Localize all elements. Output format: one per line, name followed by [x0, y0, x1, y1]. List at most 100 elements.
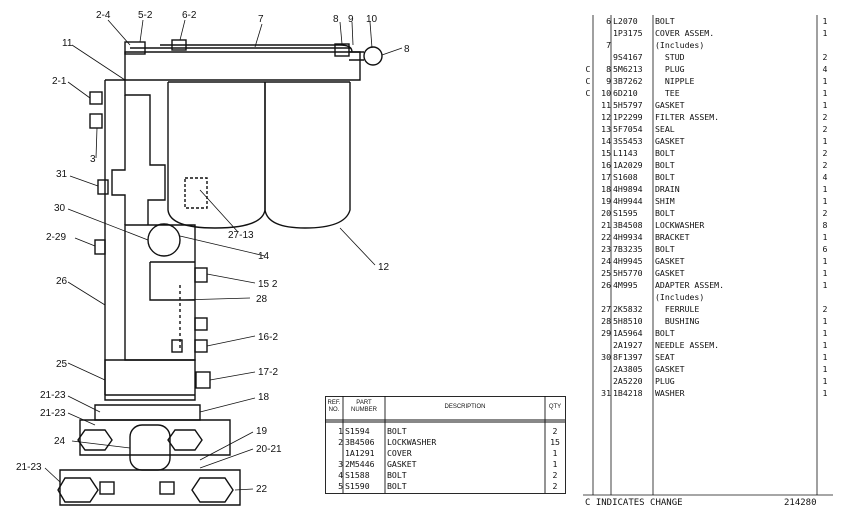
- ref-number: 30: [601, 352, 611, 362]
- callout-12: 12: [378, 262, 390, 273]
- part-quantity: 4: [822, 172, 828, 182]
- part-quantity: 1: [822, 340, 828, 350]
- part-description: GASKET: [387, 459, 417, 469]
- part-description: BUSHING: [655, 316, 700, 326]
- part-description: BOLT: [387, 481, 407, 491]
- parts-table-row: 7(Includes): [583, 39, 831, 51]
- ref-number: 16: [601, 160, 611, 170]
- part-description: BRACKET: [655, 232, 690, 242]
- ref-number: 6: [606, 16, 611, 26]
- change-legend: C INDICATES CHANGE: [585, 498, 683, 508]
- part-number: 1P3175: [613, 28, 643, 38]
- part-number: 4H9945: [613, 256, 643, 266]
- callout-22: 22: [256, 484, 268, 495]
- part-description: ADAPTER ASSEM.: [655, 280, 725, 290]
- callout-8a: 8: [333, 14, 339, 25]
- ref-number: 11: [601, 100, 611, 110]
- part-number: S1594: [345, 426, 370, 436]
- part-description: (Includes): [655, 40, 705, 50]
- callout-21-23b: 21-23: [40, 408, 66, 419]
- callout-25: 25: [56, 359, 68, 370]
- part-quantity: 2: [822, 112, 828, 122]
- parts-table-row: 9S4167 STUD 2: [583, 51, 831, 63]
- part-number: S1608: [613, 172, 638, 182]
- part-quantity: 15: [550, 437, 560, 447]
- part-description: WASHER: [655, 388, 685, 398]
- callout-5-2: 5-2: [138, 10, 153, 21]
- part-description: GASKET: [655, 256, 685, 266]
- ref-number: 13: [601, 124, 611, 134]
- part-description: FERRULE: [655, 304, 700, 314]
- ref-number: 10: [601, 88, 611, 98]
- callout-17-2: 17-2: [258, 367, 278, 378]
- part-quantity: 2: [822, 304, 828, 314]
- ref-number: 20: [601, 208, 611, 218]
- ref-number: 5: [338, 481, 343, 491]
- callout-9: 9: [348, 14, 354, 25]
- callout-2-1: 2-1: [52, 76, 67, 87]
- part-number: 1A5964: [613, 328, 643, 338]
- part-quantity: 1: [822, 388, 828, 398]
- part-description: BOLT: [387, 426, 407, 436]
- ref-number: 15: [601, 148, 611, 158]
- part-number: 1B4218: [613, 388, 643, 398]
- part-number: 9S4167: [613, 52, 643, 62]
- callout-8b: 8: [404, 44, 410, 55]
- part-quantity: 1: [822, 76, 828, 86]
- callout-2-4: 2-4: [96, 10, 111, 21]
- ref-number: 9: [606, 76, 611, 86]
- part-number: 3B4506: [345, 437, 375, 447]
- ref-number: 26: [601, 280, 611, 290]
- part-number: L2070: [613, 16, 638, 26]
- change-indicator: C: [585, 88, 591, 98]
- part-quantity: 1: [822, 184, 828, 194]
- ref-number: 18: [601, 184, 611, 194]
- part-description: COVER: [387, 448, 412, 458]
- part-number: 8F1397: [613, 352, 643, 362]
- part-quantity: 1: [822, 256, 828, 266]
- ref-number: 23: [601, 244, 611, 254]
- ref-number: 3: [338, 459, 343, 469]
- part-description: BOLT: [655, 160, 675, 170]
- part-description: COVER ASSEM.: [655, 28, 715, 38]
- part-number: 5F7054: [613, 124, 643, 134]
- part-quantity: 2: [822, 52, 828, 62]
- part-number: 2A3805: [613, 364, 643, 374]
- part-description: STUD: [655, 52, 685, 62]
- part-quantity: 1: [822, 88, 828, 98]
- part-number: 5H5770: [613, 268, 643, 278]
- part-description: SEAT: [655, 352, 675, 362]
- part-number: 5H5797: [613, 100, 643, 110]
- ref-number: 4: [338, 470, 343, 480]
- parts-table-row: (Includes): [583, 291, 831, 303]
- part-description: TEE: [655, 88, 680, 98]
- callout-30: 30: [54, 203, 66, 214]
- part-number: 4H9894: [613, 184, 643, 194]
- part-quantity: 1: [822, 100, 828, 110]
- part-number: 6D210: [613, 88, 638, 98]
- part-description: BOLT: [655, 172, 675, 182]
- callout-26: 26: [56, 276, 68, 287]
- part-quantity: 2: [822, 208, 828, 218]
- change-indicator: C: [585, 64, 591, 74]
- part-description: SHIM: [655, 196, 675, 206]
- part-description: LOCKWASHER: [655, 220, 705, 230]
- ref-number: 24: [601, 256, 611, 266]
- part-description: GASKET: [655, 100, 685, 110]
- ref-number: 28: [601, 316, 611, 326]
